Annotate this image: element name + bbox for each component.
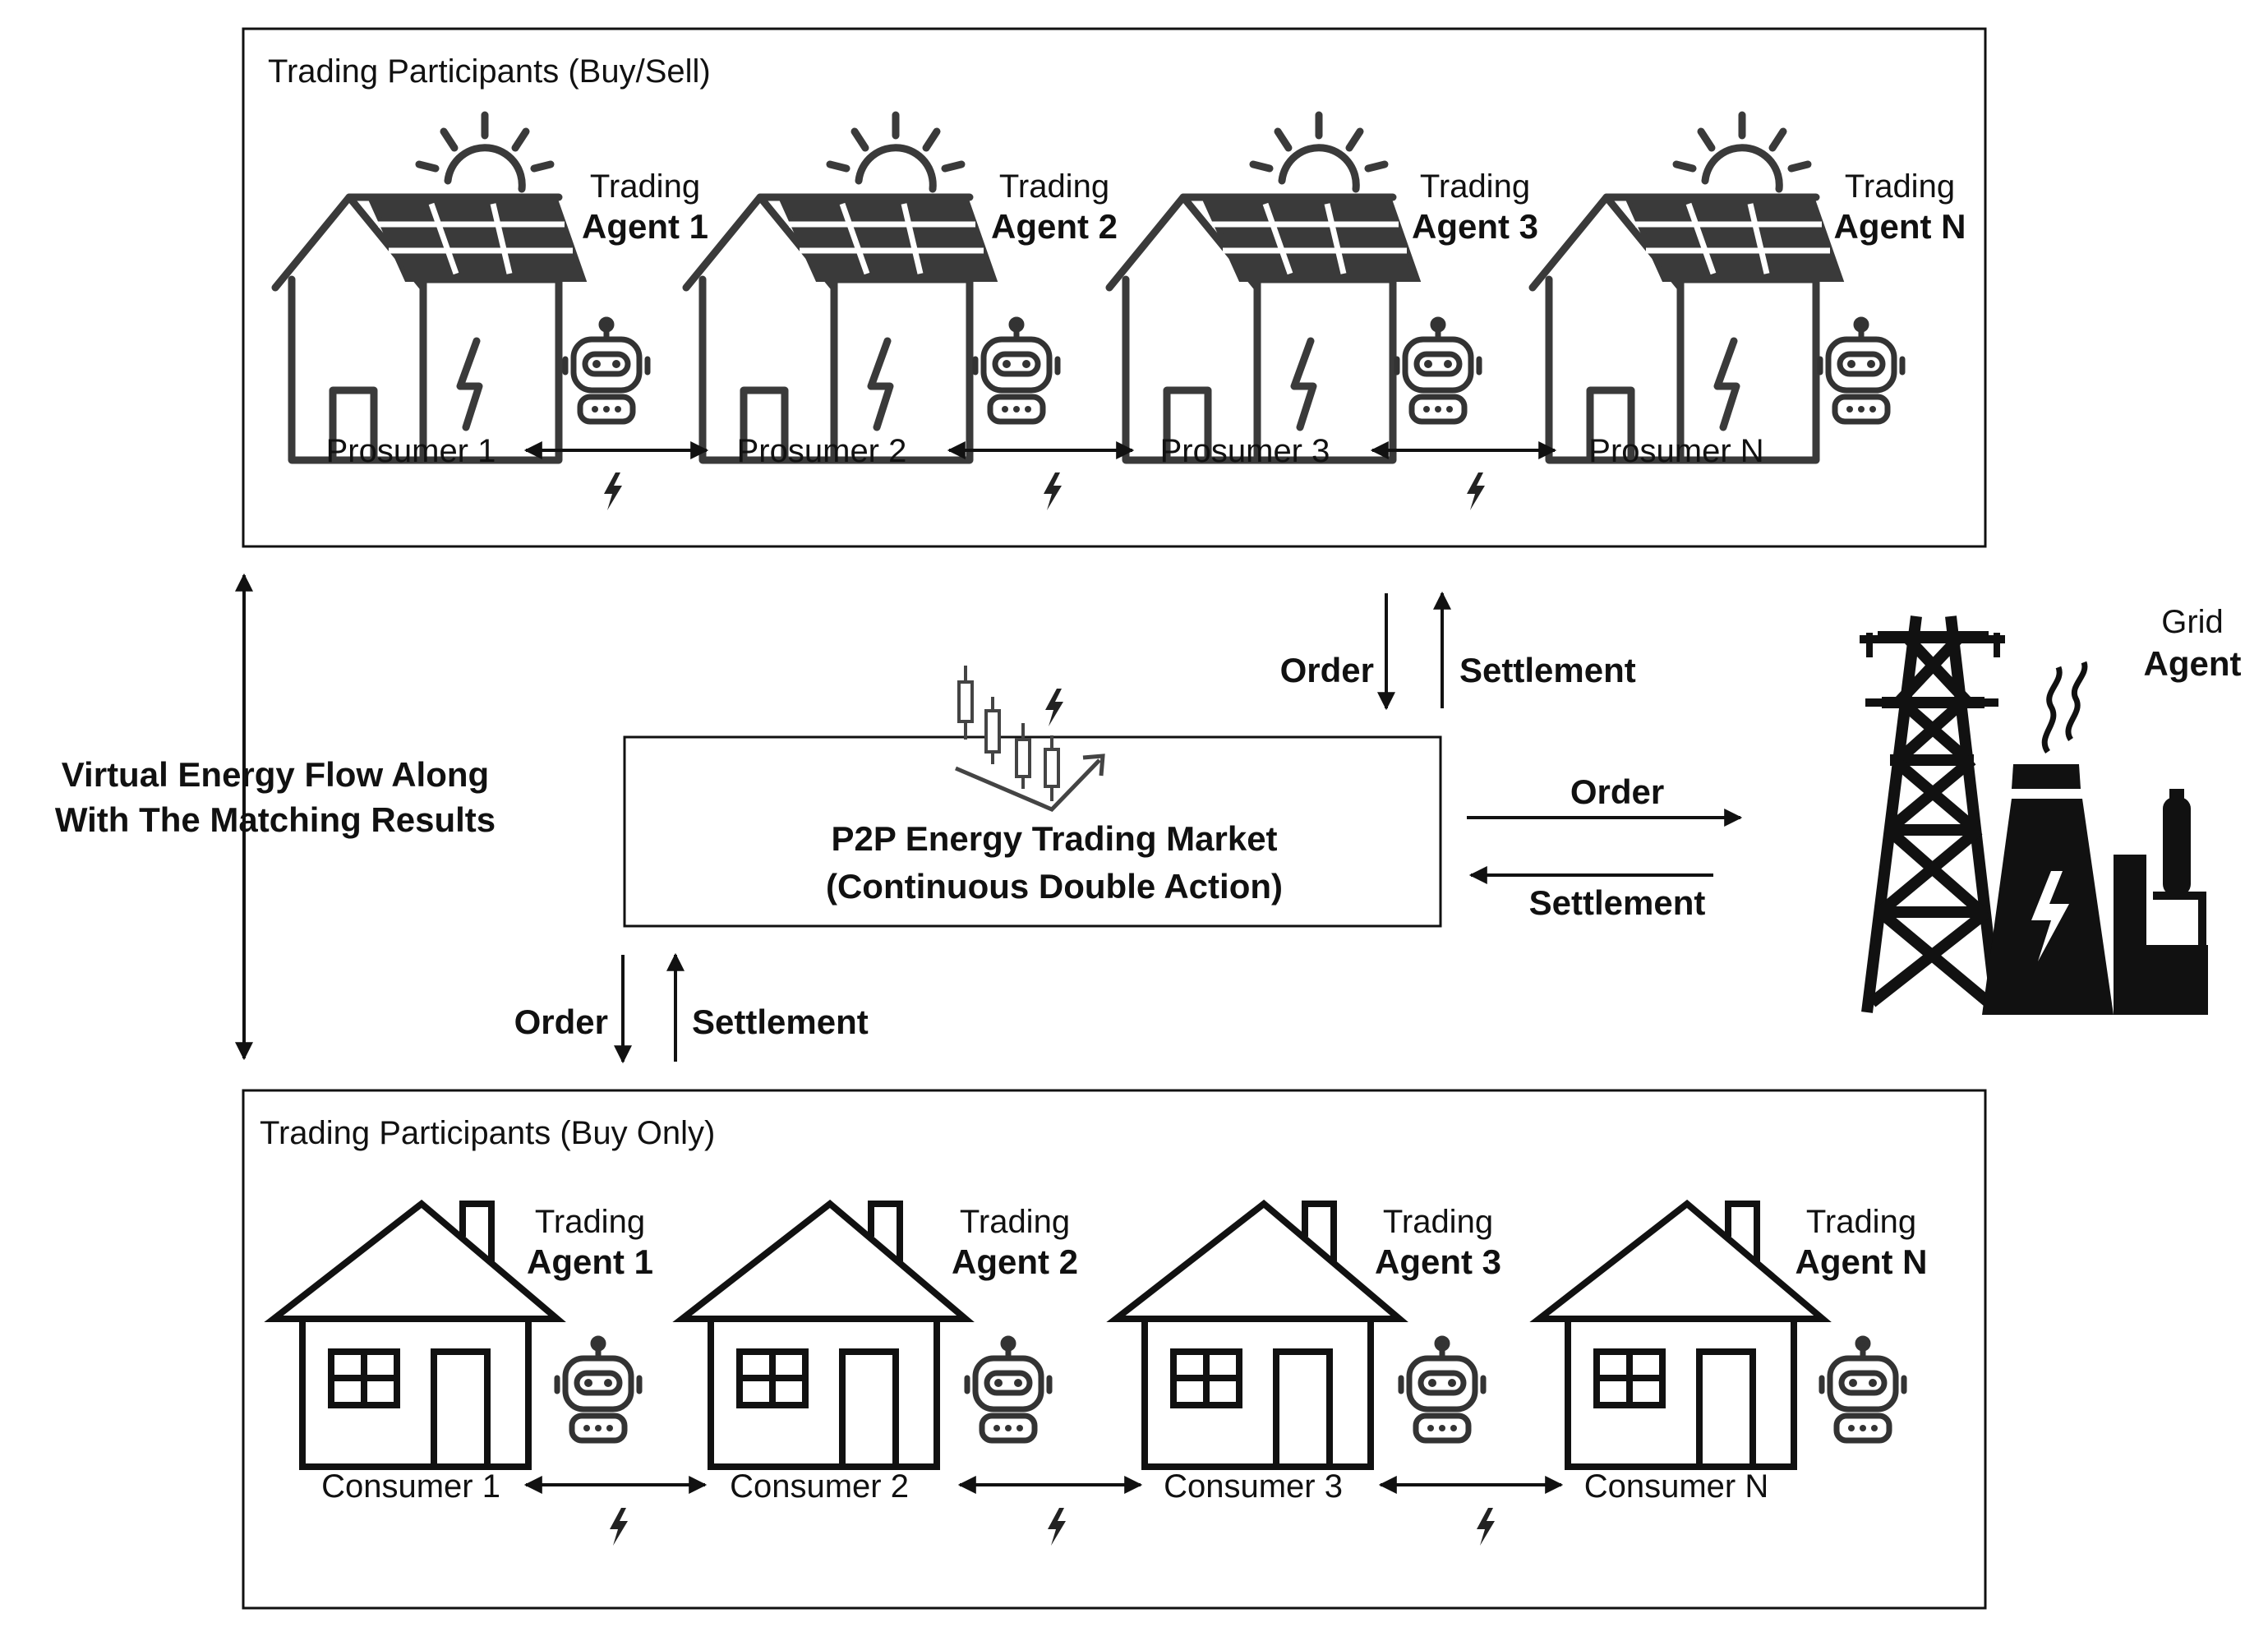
power-plant-icon [1982, 661, 2208, 1015]
lightning-icon [1467, 472, 1485, 510]
top-agent-3-line2: Agent 3 [1412, 207, 1538, 246]
robot-agent-icon [1401, 1339, 1483, 1440]
lightning-icon [604, 472, 622, 510]
bottom-panel-title: Trading Participants (Buy Only) [260, 1115, 715, 1151]
grid-agent-line1: Grid [2161, 604, 2224, 640]
lightning-icon [1048, 1508, 1066, 1546]
top-agent-2-line2: Agent 2 [991, 207, 1118, 246]
top-settlement-label: Settlement [1459, 651, 1636, 689]
top-agent-n-line1: Trading [1845, 168, 1955, 205]
house-chimney-icon [682, 1204, 966, 1467]
bottom-agent-2-line2: Agent 2 [952, 1242, 1078, 1281]
virtual-energy-flow: Virtual Energy Flow Along With The Match… [55, 573, 496, 1061]
grid-agent: Grid Agent [1860, 604, 2242, 1015]
bottom-settlement-label: Settlement [692, 1002, 869, 1041]
house-chimney-icon [1539, 1204, 1823, 1467]
prosumer-1-label: Prosumer 1 [326, 433, 496, 469]
robot-agent-icon [557, 1339, 639, 1440]
robot-agent-icon [565, 320, 648, 422]
robot-agent-icon [1397, 320, 1479, 422]
market-subtitle: (Continuous Double Action) [826, 867, 1283, 906]
solar-house-icon [686, 115, 994, 460]
robot-agent-icon [1820, 320, 1902, 422]
top-panel-title: Trading Participants (Buy/Sell) [268, 53, 711, 90]
bottom-agent-1-line2: Agent 1 [527, 1242, 653, 1281]
top-market-flow: Order Settlement [1280, 591, 1636, 711]
bottom-agent-1-line1: Trading [535, 1204, 645, 1240]
lightning-icon [610, 1508, 628, 1546]
lightning-icon [1477, 1508, 1495, 1546]
market-box: P2P Energy Trading Market (Continuous Do… [623, 666, 1442, 928]
bottom-agent-n-line2: Agent N [1796, 1242, 1928, 1281]
prosumer-n-label: Prosumer N [1588, 433, 1763, 469]
top-agent-1-line1: Trading [590, 168, 700, 205]
virtual-energy-flow-line2: With The Matching Results [55, 800, 496, 839]
top-agent-1-line2: Agent 1 [582, 207, 708, 246]
solar-house-icon [1109, 115, 1418, 460]
grid-agent-line2: Agent [2144, 644, 2242, 683]
top-agent-3-line1: Trading [1420, 168, 1530, 205]
power-tower-icon [1860, 615, 2005, 1013]
bottom-panel: Trading Participants (Buy Only) Trading … [242, 1089, 1987, 1610]
top-panel: Trading Participants (Buy/Sell) Trading … [242, 27, 1987, 548]
consumer-1-label: Consumer 1 [321, 1468, 500, 1505]
market-title: P2P Energy Trading Market [831, 819, 1277, 858]
virtual-energy-flow-line1: Virtual Energy Flow Along [62, 755, 489, 794]
bottom-market-flow: Order Settlement [514, 952, 869, 1064]
bottom-agent-3-line1: Trading [1383, 1204, 1493, 1240]
candlestick-chart-icon [955, 666, 1105, 812]
robot-agent-icon [967, 1339, 1049, 1440]
lightning-icon [1045, 689, 1063, 726]
bottom-agent-n-line1: Trading [1806, 1204, 1916, 1240]
grid-market-flow: Order Settlement [1467, 772, 1743, 922]
bottom-order-label: Order [514, 1002, 608, 1041]
prosumer-3-label: Prosumer 3 [1160, 433, 1330, 469]
consumer-3-label: Consumer 3 [1164, 1468, 1343, 1505]
grid-settlement-label: Settlement [1529, 883, 1706, 922]
bottom-agent-2-line1: Trading [960, 1204, 1070, 1240]
prosumer-2-label: Prosumer 2 [737, 433, 907, 469]
consumer-2-label: Consumer 2 [730, 1468, 909, 1505]
top-agent-2-line1: Trading [999, 168, 1109, 205]
top-agent-n-line2: Agent N [1834, 207, 1966, 246]
robot-agent-icon [1822, 1339, 1904, 1440]
house-chimney-icon [274, 1204, 557, 1467]
solar-house-icon [1533, 115, 1841, 460]
grid-order-label: Order [1570, 772, 1664, 811]
bottom-agent-3-line2: Agent 3 [1375, 1242, 1501, 1281]
consumer-n-label: Consumer N [1584, 1468, 1769, 1505]
house-chimney-icon [1116, 1204, 1399, 1467]
robot-agent-icon [975, 320, 1058, 422]
solar-house-icon [275, 115, 583, 460]
top-order-label: Order [1280, 651, 1374, 689]
lightning-icon [1044, 472, 1062, 510]
